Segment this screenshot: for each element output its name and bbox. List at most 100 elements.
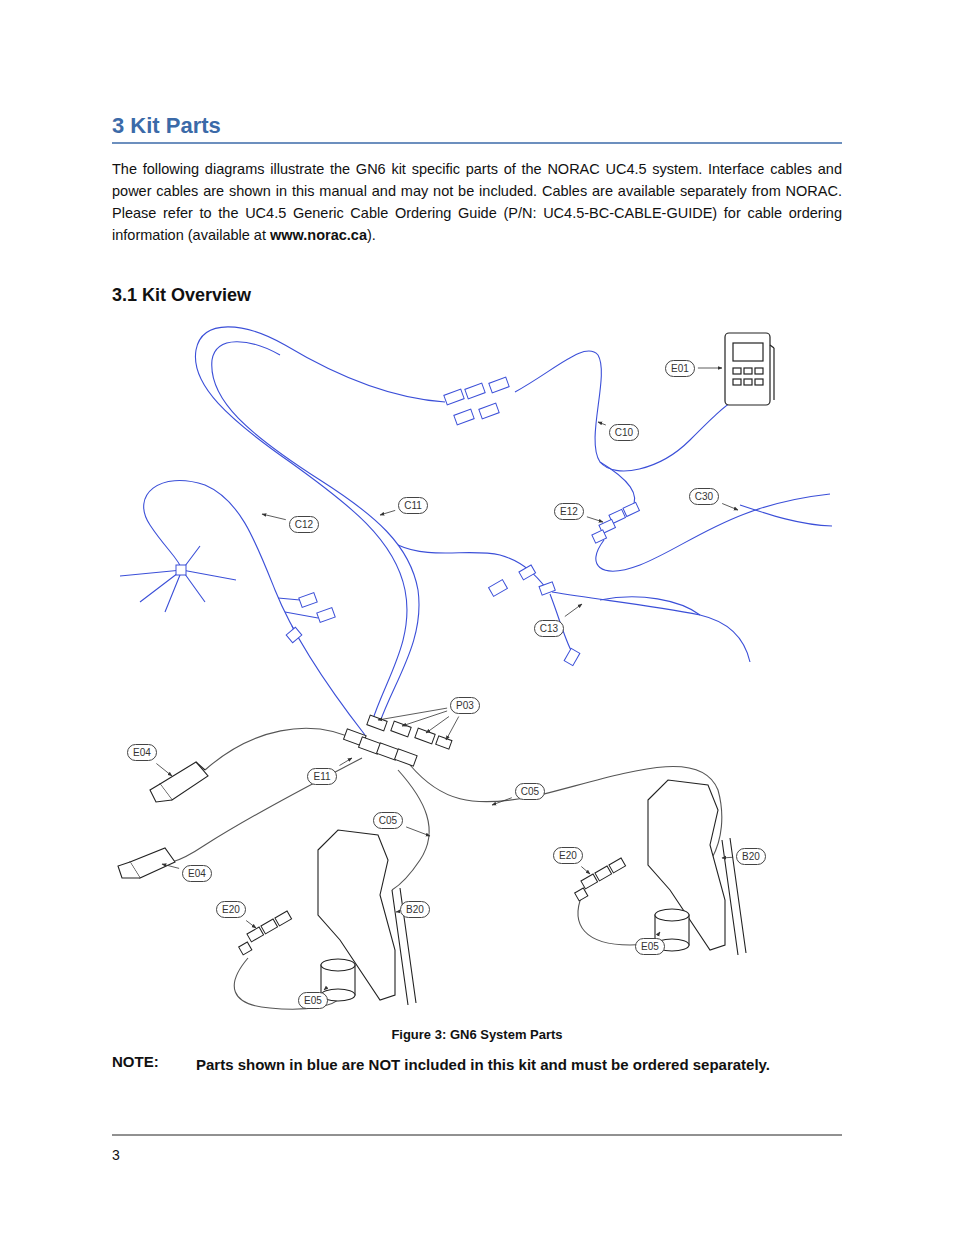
blue-connector <box>539 582 555 595</box>
blue-cable <box>144 481 365 735</box>
body-text: ). <box>367 227 376 243</box>
height-sensor <box>321 909 689 1001</box>
mount-bracket <box>318 780 746 1005</box>
leader-line <box>492 798 512 805</box>
leader-line <box>402 711 447 726</box>
display-console <box>773 348 774 400</box>
callout-number: E05 <box>635 938 665 955</box>
power-plug <box>118 862 140 878</box>
callout-text: E11 <box>313 771 330 782</box>
height-sensor <box>655 909 689 921</box>
blue-connector <box>479 403 499 419</box>
leader-line <box>406 827 430 836</box>
leader-line <box>246 921 256 929</box>
leader-line <box>156 764 172 777</box>
callout-number: E04 <box>182 865 212 882</box>
display-console <box>770 345 774 348</box>
leader-line <box>722 503 738 510</box>
callout-number: C12 <box>289 516 319 533</box>
callout-number: C10 <box>609 424 639 441</box>
junction-block <box>395 749 418 766</box>
figure-caption: Figure 3: GN6 System Parts <box>0 1027 954 1042</box>
leader-line <box>598 422 606 425</box>
leader-line <box>581 867 590 875</box>
callout-text: C30 <box>695 491 713 502</box>
blue-cable <box>600 462 635 508</box>
sensor-connector <box>575 888 588 901</box>
display-console <box>725 333 770 405</box>
black-cable <box>205 728 360 770</box>
display-console <box>755 368 763 374</box>
leader-line <box>426 717 449 734</box>
callout-text: B20 <box>742 851 760 862</box>
body-text: The following diagrams illustrate the GN… <box>112 161 842 243</box>
callout-number: P03 <box>450 697 480 714</box>
leader-line <box>698 368 722 369</box>
blue-connector <box>454 409 474 425</box>
leader-line <box>162 864 179 868</box>
blue-cable <box>552 592 750 662</box>
blue-connector <box>592 530 607 543</box>
callout-number: C05 <box>373 812 403 829</box>
callout-number: E04 <box>127 744 157 761</box>
callout-text: E20 <box>559 850 577 861</box>
junction-block <box>344 715 452 766</box>
blue-cable <box>740 505 832 526</box>
junction-block <box>436 736 452 749</box>
display-console <box>725 333 774 405</box>
leader-line <box>380 510 395 515</box>
mount-bracket <box>648 780 725 950</box>
power-plug <box>118 762 208 878</box>
callout-text: E05 <box>304 995 322 1006</box>
sensor-connector <box>261 919 278 934</box>
callout-number: E20 <box>216 901 246 918</box>
display-console <box>733 379 741 385</box>
power-plug <box>150 784 172 802</box>
web-address: www.norac.ca <box>270 227 367 243</box>
blue-connector <box>286 627 302 642</box>
blue-cable <box>195 327 445 722</box>
sensor-connector <box>239 942 252 955</box>
junction-block <box>367 715 387 731</box>
callout-number: C11 <box>398 497 428 514</box>
callout-number: E12 <box>554 503 584 520</box>
leader-line <box>324 989 326 991</box>
blue-connector <box>317 608 335 623</box>
leader-line <box>565 604 582 617</box>
callout-number: B20 <box>736 848 766 865</box>
blue-connector <box>489 580 508 597</box>
blue-connector <box>519 565 536 580</box>
intro-paragraph: The following diagrams illustrate the GN… <box>112 158 842 246</box>
callout-text: C10 <box>615 427 633 438</box>
sensor-connector <box>609 858 626 873</box>
blue-connector <box>176 377 639 665</box>
callout-text: C13 <box>540 623 558 634</box>
blue-cable <box>398 545 546 588</box>
blue-connector <box>444 389 464 405</box>
section-title: 3 Kit Parts <box>112 113 221 139</box>
blue-connector <box>465 383 485 399</box>
note-text: Parts shown in blue are NOT included in … <box>196 1053 842 1076</box>
callout-number: E05 <box>298 992 328 1009</box>
blue-connector <box>176 565 186 575</box>
power-plug <box>196 762 205 770</box>
sensor-connector <box>581 874 598 889</box>
mount-bracket <box>318 830 395 1000</box>
sensor-connector <box>595 866 612 881</box>
blue-cable <box>515 351 735 471</box>
display-console <box>755 379 763 385</box>
subsection-heading: 3.1 Kit Overview <box>112 285 251 306</box>
blue-cable <box>120 546 236 612</box>
callout-number: E20 <box>553 847 583 864</box>
leader-line <box>658 932 660 935</box>
callout-number: E01 <box>665 360 695 377</box>
leader-line <box>587 517 603 522</box>
leader-line <box>446 717 459 741</box>
display-console <box>733 343 763 361</box>
leader-line <box>262 514 286 520</box>
blue-cable <box>600 597 700 615</box>
callout-text: P03 <box>456 700 474 711</box>
blue-cable <box>120 327 832 735</box>
callout-text: B20 <box>406 904 424 915</box>
callout-number: C05 <box>515 783 545 800</box>
